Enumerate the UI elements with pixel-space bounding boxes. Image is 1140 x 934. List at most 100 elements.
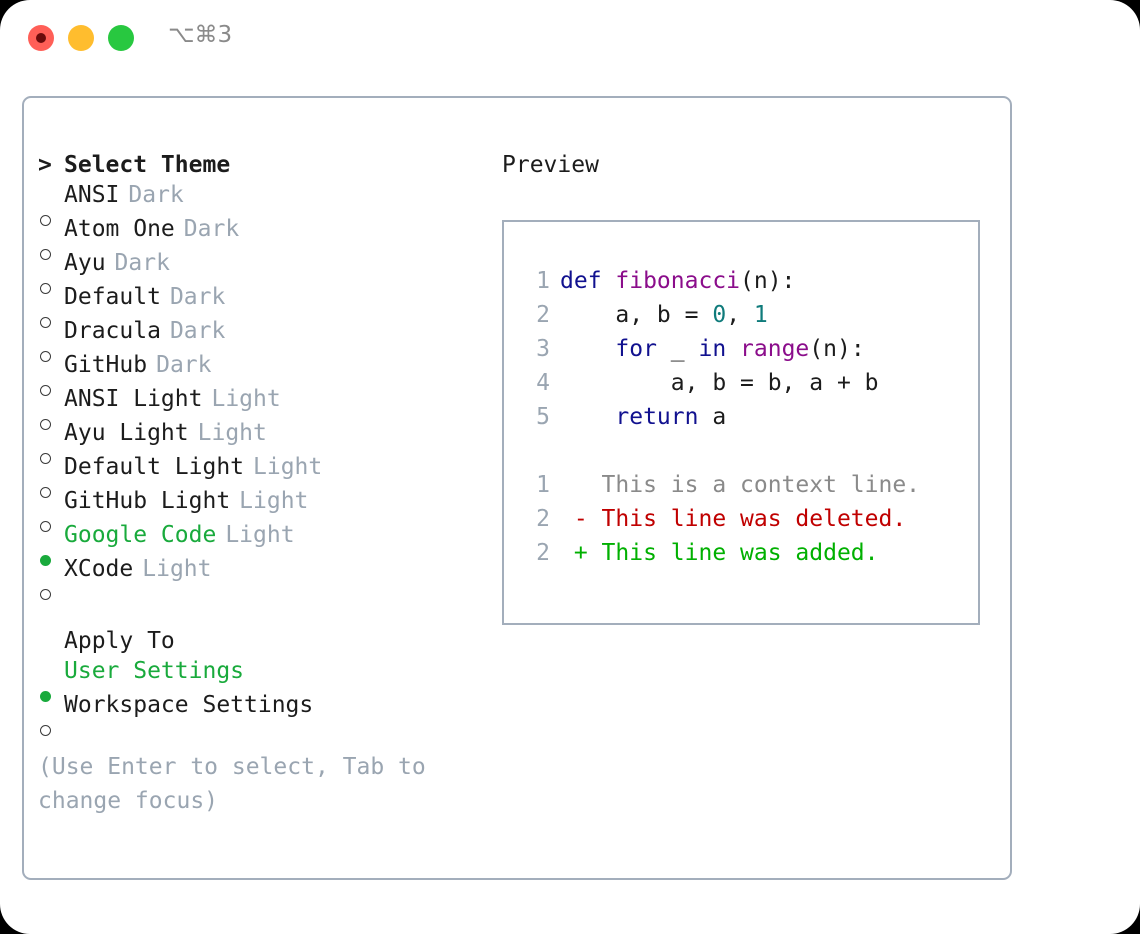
theme-name-label: Ayu: [64, 250, 106, 276]
maximize-button[interactable]: [108, 25, 134, 51]
line-number: 4: [536, 370, 550, 396]
theme-name-label: Atom One: [64, 216, 175, 242]
title-bar: ⌥⌘3: [0, 0, 1140, 78]
line-number: 2: [536, 506, 550, 532]
theme-picker-header: > Select Theme: [38, 148, 498, 182]
apply-to-header: Apply To: [64, 628, 175, 654]
keyboard-hint: (Use Enter to select, Tab to change focu…: [38, 754, 426, 814]
bullet-shape: [40, 215, 51, 226]
code-token: a, b = b, a + b: [560, 370, 879, 396]
bullet-shape: [40, 589, 51, 600]
theme-variant-badge: Dark: [169, 318, 226, 344]
page-title: Select Theme: [64, 152, 231, 178]
line-number: 2: [536, 540, 550, 566]
diff-text: This is a context line.: [601, 472, 921, 498]
theme-list-item[interactable]: Ayu Light Light: [38, 420, 498, 464]
bullet-shape: [40, 691, 51, 702]
theme-name-label: GitHub: [64, 352, 148, 378]
theme-list-item[interactable]: Google Code Light: [38, 522, 498, 566]
caret-icon: >: [38, 152, 52, 178]
theme-variant-badge: Light: [253, 454, 323, 480]
bullet-shape: [40, 521, 51, 532]
code-token: range: [740, 336, 810, 362]
minimize-button[interactable]: [68, 25, 94, 51]
theme-variant-badge: Light: [142, 556, 212, 582]
apply-to-label: Workspace Settings: [64, 692, 314, 718]
code-token: _: [656, 336, 699, 362]
diff-sample: 1 This is a context line.2 - This line w…: [522, 468, 978, 570]
keyboard-shortcut-label: ⌥⌘3: [168, 22, 233, 48]
traffic-lights: [28, 25, 134, 51]
code-token: fibonacci: [615, 268, 741, 294]
theme-variant-badge: Dark: [114, 250, 170, 276]
apply-to-label: User Settings: [64, 658, 245, 684]
theme-name-label: Ayu Light: [64, 420, 189, 446]
diff-line: 1 This is a context line.: [522, 468, 978, 502]
code-token: [560, 404, 615, 430]
close-button[interactable]: [28, 25, 54, 51]
bullet-shape: [40, 453, 51, 464]
diff-sign: +: [560, 540, 602, 566]
preview-title: Preview: [502, 152, 599, 178]
theme-variant-badge: Light: [225, 522, 295, 548]
code-line: 4 a, b = b, a + b: [522, 366, 978, 400]
apply-to-item[interactable]: User Settings: [38, 658, 498, 702]
bullet-shape: [40, 555, 51, 566]
line-number: 3: [536, 336, 550, 362]
theme-name-label: Google Code: [64, 522, 217, 548]
theme-list-item[interactable]: XCode Light: [38, 556, 498, 600]
code-token: for: [615, 336, 657, 362]
diff-text: This line was deleted.: [601, 506, 907, 532]
code-token: 1: [753, 302, 768, 328]
code-diff-spacer: [522, 434, 978, 468]
spacer: [38, 590, 498, 624]
line-number: 5: [536, 404, 550, 430]
code-line: 2 a, b = 0, 1: [522, 298, 978, 332]
code-token: [560, 336, 615, 362]
code-line: 3 for _ in range(n):: [522, 332, 978, 366]
theme-list-item[interactable]: Ayu Dark: [38, 250, 498, 294]
theme-list-item[interactable]: Default Light Light: [38, 454, 498, 498]
code-token: (n):: [809, 336, 865, 362]
code-token: a, b =: [560, 302, 713, 328]
bullet-shape: [40, 317, 51, 328]
theme-name-label: Default Light: [64, 454, 245, 480]
bullet-shape: [40, 487, 51, 498]
diff-sign: [560, 472, 602, 498]
code-token: ,: [726, 302, 754, 328]
theme-name-label: XCode: [64, 556, 134, 582]
apply-to-item[interactable]: Workspace Settings: [38, 692, 498, 736]
bullet-shape: [40, 283, 51, 294]
code-token: a: [698, 404, 727, 430]
diff-line: 2 + This line was added.: [522, 536, 978, 570]
theme-variant-badge: Dark: [128, 182, 184, 208]
theme-variant-badge: Dark: [169, 284, 226, 310]
theme-variant-badge: Light: [197, 420, 267, 446]
code-token: 0: [712, 302, 727, 328]
bullet-shape: [40, 351, 51, 362]
bullet-shape: [40, 725, 51, 736]
theme-list-item[interactable]: Default Dark: [38, 284, 498, 328]
code-token: (n):: [740, 268, 796, 294]
code-token: def: [560, 268, 616, 294]
theme-variant-badge: Light: [211, 386, 281, 412]
code-token: in: [698, 336, 727, 362]
diff-sign: -: [560, 506, 602, 532]
theme-name-label: Default: [64, 284, 161, 310]
bullet-shape: [40, 385, 51, 396]
diff-line: 2 - This line was deleted.: [522, 502, 978, 536]
code-token: return: [615, 404, 699, 430]
